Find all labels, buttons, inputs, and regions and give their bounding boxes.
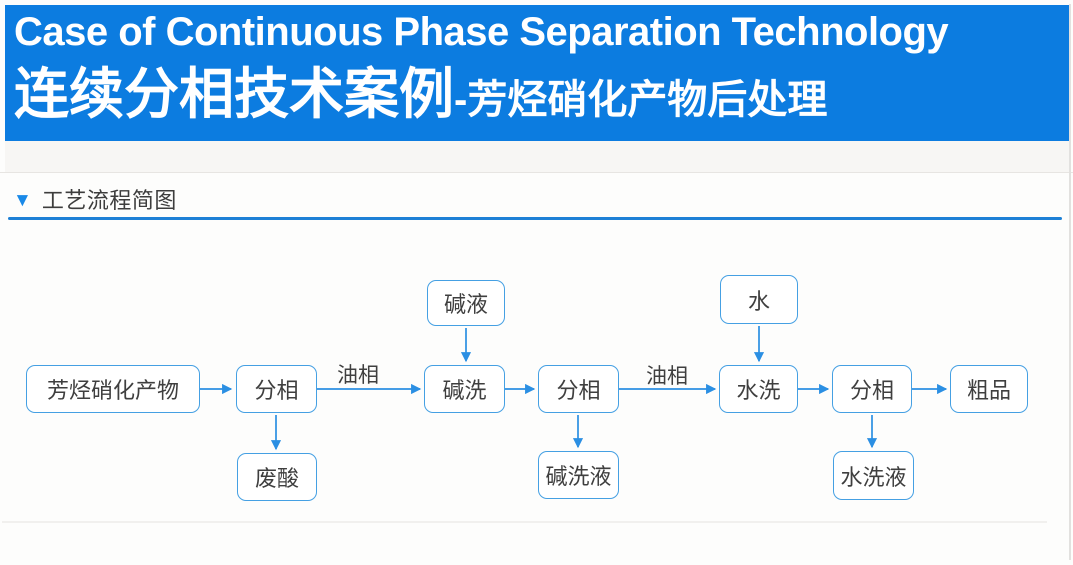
slide-title-zh-main: 连续分相技术案例 <box>14 63 455 125</box>
triangle-down-icon: ▼ <box>13 189 32 211</box>
section-rule <box>8 217 1062 220</box>
node-sep3: 分相 <box>832 365 912 413</box>
section-title: 工艺流程简图 <box>41 188 177 213</box>
window-edge <box>1069 4 1071 560</box>
divider-top <box>0 172 1073 173</box>
node-alkali-wash: 碱洗 <box>424 365 505 413</box>
node-alkali-feed: 碱液 <box>427 280 505 326</box>
edge-label-oil-phase-1: 油相 <box>337 364 379 387</box>
node-feed: 芳烃硝化产物 <box>26 365 200 413</box>
node-crude: 粗品 <box>950 365 1028 413</box>
banner-lower-band <box>5 141 1070 172</box>
node-sep2: 分相 <box>538 365 619 413</box>
edge-label-oil-phase-2: 油相 <box>646 365 688 388</box>
section-header: ▼ 工艺流程简图 <box>13 183 177 215</box>
slide-title-zh: 连续分相技术案例-芳烃硝化产物后处理 <box>14 58 1070 141</box>
node-water-wash: 水洗 <box>719 365 798 413</box>
node-alkali-wash-liquid: 碱洗液 <box>538 451 619 499</box>
slide-title-zh-suffix: -芳烃硝化产物后处理 <box>454 78 828 122</box>
node-water-wash-liquid: 水洗液 <box>833 451 914 500</box>
divider-bottom <box>2 521 1047 523</box>
slide-title-en: Case of Continuous Phase Separation Tech… <box>14 10 949 54</box>
node-waste-acid: 废酸 <box>237 453 317 501</box>
node-water-feed: 水 <box>720 275 798 324</box>
slide-title-banner: Case of Continuous Phase Separation Tech… <box>5 5 1070 141</box>
node-sep1: 分相 <box>236 365 317 413</box>
